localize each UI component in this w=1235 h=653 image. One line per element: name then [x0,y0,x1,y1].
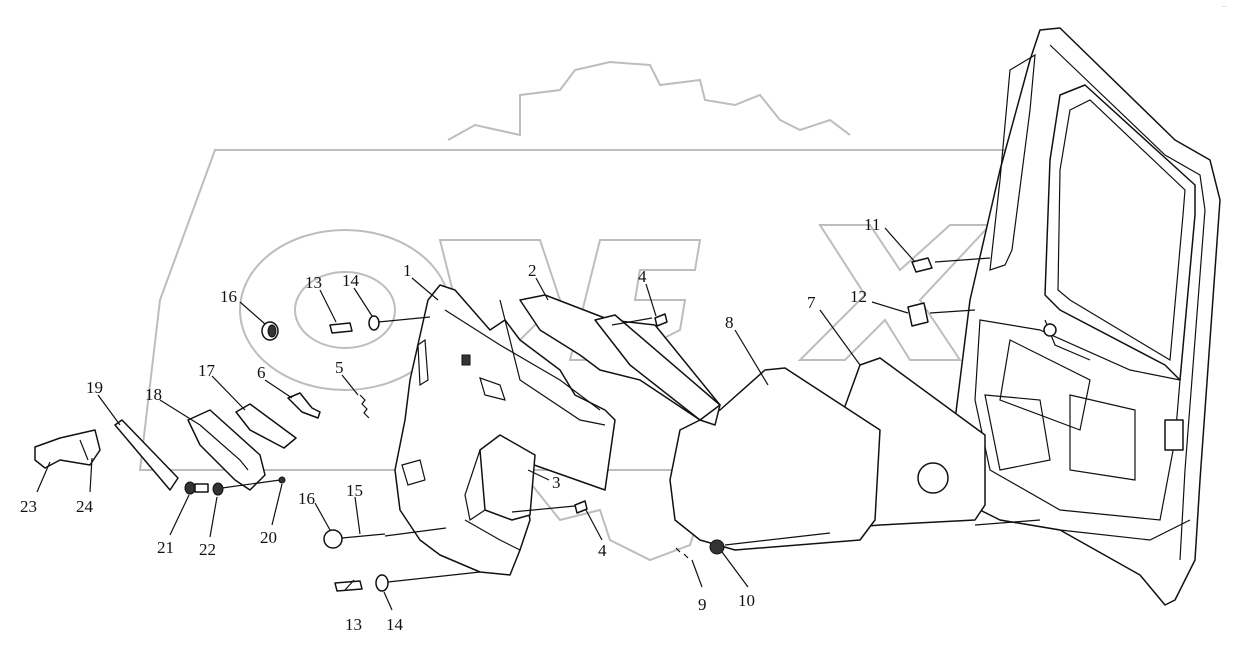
callout-12: 12 [850,287,867,306]
callout-1: 1 [403,261,412,280]
part-2-frame [519,294,721,426]
callouts: 1 2 3 4 4 5 6 7 8 9 10 11 12 13 13 14 14… [20,215,880,634]
callout-22: 22 [199,540,216,559]
callout-4-upper: 4 [638,267,647,286]
callout-10: 10 [738,591,755,610]
callout-18: 18 [145,385,162,404]
callout-2: 2 [528,261,537,280]
callout-11: 11 [864,215,880,234]
callout-7: 7 [807,293,816,312]
callout-9: 9 [698,595,707,614]
callout-19: 19 [86,378,103,397]
callout-23: 23 [20,497,37,516]
trim-panels [669,357,986,551]
callout-13-upper: 13 [305,273,322,292]
callout-17: 17 [198,361,216,380]
corner-mark: ... [1221,2,1227,9]
callout-24: 24 [76,497,94,516]
callout-5: 5 [335,358,344,377]
leader-lines [36,227,1041,611]
callout-14-lower: 14 [386,615,404,634]
callout-8: 8 [725,313,734,332]
callout-3: 3 [552,473,561,492]
callout-16-lower: 16 [298,489,315,508]
callout-4-lower: 4 [598,541,607,560]
callout-14-upper: 14 [342,271,360,290]
door-frame [954,27,1221,606]
callout-20: 20 [260,528,277,547]
callout-21: 21 [157,538,174,557]
callout-13-lower: 13 [345,615,362,634]
callout-6: 6 [257,363,266,382]
callout-16-upper: 16 [220,287,237,306]
hardware [34,257,933,592]
callout-15: 15 [346,481,363,500]
part-3-pocket [464,434,536,551]
